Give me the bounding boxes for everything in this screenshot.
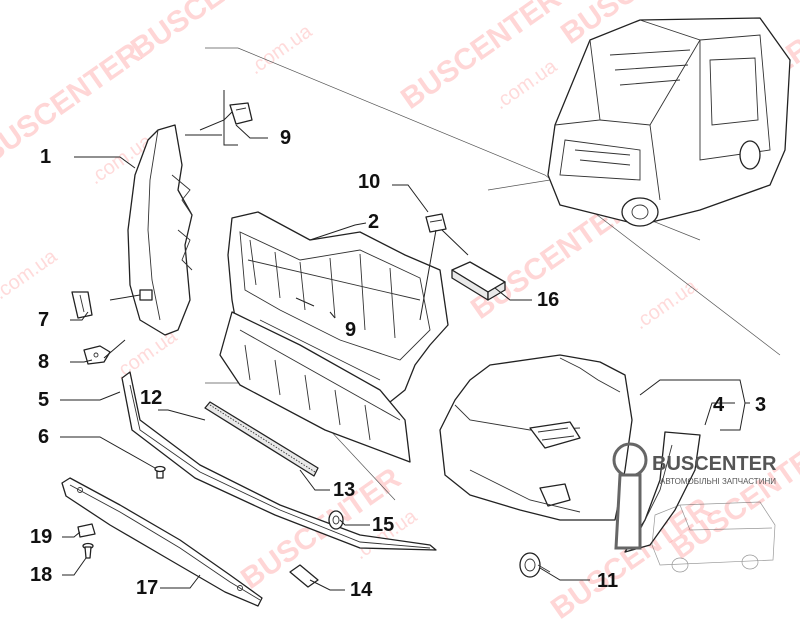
callout-18: 18 xyxy=(30,564,52,586)
watermark-domain: .com.ua xyxy=(245,20,317,79)
part-15-grommet xyxy=(328,510,344,530)
callout-1: 1 xyxy=(40,146,51,168)
callout-15: 15 xyxy=(372,514,394,536)
part-4-end-cap xyxy=(624,431,701,553)
part-6-screw xyxy=(154,465,166,479)
logo-tagline: АВТОМОБІЛЬНІ ЗАПЧАСТИНИ xyxy=(660,477,776,486)
part-1-side-bracket xyxy=(127,124,193,336)
callout-8: 8 xyxy=(38,351,49,373)
callout-10: 10 xyxy=(358,171,380,193)
watermark-domain: .com.ua xyxy=(630,275,702,334)
van-illustration xyxy=(547,17,791,227)
part-13-mesh-grille xyxy=(204,401,319,477)
logo-van-icon xyxy=(651,501,776,573)
callout-5: 5 xyxy=(38,389,49,411)
callout-6: 6 xyxy=(38,426,49,448)
callout-7: 7 xyxy=(38,309,49,331)
part-19-clip xyxy=(77,523,96,538)
callout-16: 16 xyxy=(537,289,559,311)
lower-grille-panel xyxy=(219,311,411,463)
watermark-domain: .com.ua xyxy=(0,245,62,304)
callout-14: 14 xyxy=(350,579,373,601)
leader-lines xyxy=(60,90,750,591)
callout-4: 4 xyxy=(713,394,725,416)
callout-17: 17 xyxy=(136,577,158,599)
callout-13: 13 xyxy=(333,479,355,501)
callout-19: 19 xyxy=(30,526,52,548)
part-11-sensor xyxy=(519,552,551,578)
part-10-clip xyxy=(425,213,447,233)
part-3-front-bumper xyxy=(439,354,633,521)
watermark-brand: BUSCENTER xyxy=(395,0,567,116)
logo-mark-icon xyxy=(614,473,642,550)
watermark-domain: .com.ua xyxy=(110,325,182,384)
buscenter-logo: BUSCENTER АВТОМОБІЛЬНІ ЗАПЧАСТИНИ xyxy=(612,442,777,573)
part-7-clip xyxy=(71,291,93,319)
callout-9-top: 9 xyxy=(280,127,291,149)
callout-12: 12 xyxy=(140,387,162,409)
callout-9-middle: 9 xyxy=(345,319,356,341)
part-16-foam-block xyxy=(451,261,506,301)
part-17-lower-spoiler xyxy=(61,477,263,607)
callout-3: 3 xyxy=(755,394,766,416)
watermark-domain: .com.ua xyxy=(490,55,562,114)
part-9-clip-top xyxy=(229,102,253,125)
callout-labels: 1 2 3 4 5 6 7 8 9 9 10 11 12 13 14 15 16… xyxy=(30,127,766,601)
part-18-screw xyxy=(82,542,94,559)
part-5-trim-strip xyxy=(121,371,437,551)
callout-11: 11 xyxy=(597,570,618,592)
callout-2: 2 xyxy=(368,211,379,233)
logo-name: BUSCENTER xyxy=(652,453,777,475)
part-14-clip xyxy=(289,564,319,588)
